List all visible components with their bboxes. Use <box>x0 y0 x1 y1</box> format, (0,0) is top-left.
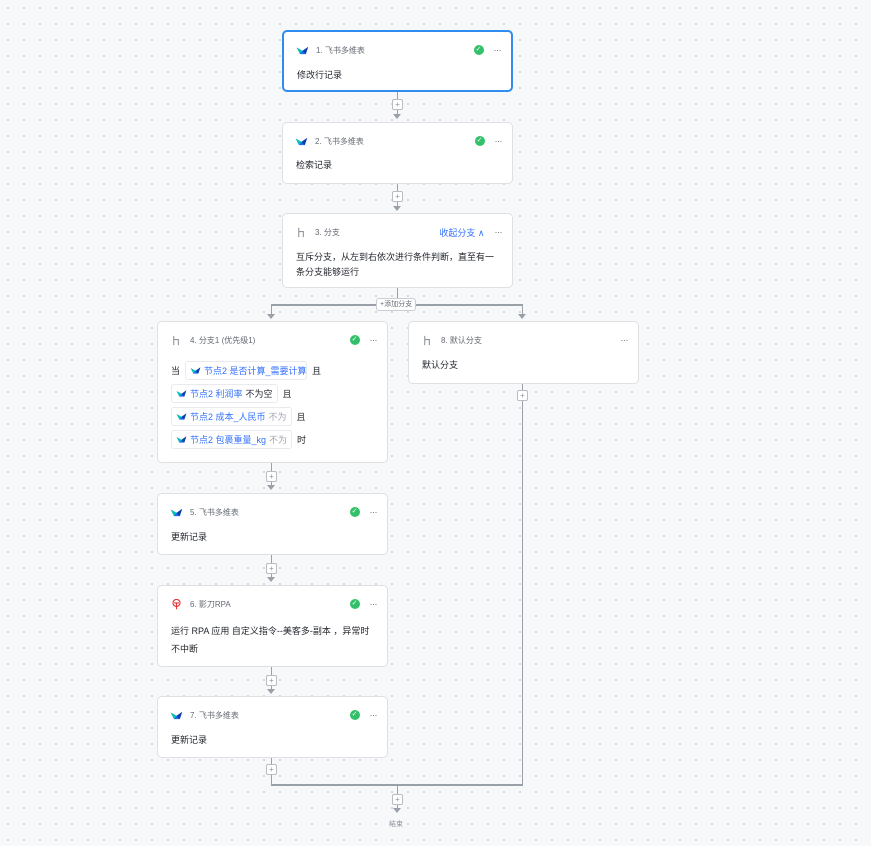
success-check-icon: ✓ <box>473 45 484 55</box>
condition-chip[interactable]: 节点2 包裹重量_kg 不为 <box>171 430 293 449</box>
more-options-icon[interactable]: ··· <box>494 136 503 146</box>
node-card-8[interactable]: 8. 默认分支 ··· 默认分支 <box>408 321 639 384</box>
node-title: 8. 默认分支 <box>441 335 482 345</box>
condition-operator: 不为 <box>268 412 287 422</box>
condition-chip[interactable]: 节点2 利润率 不为空 <box>171 384 278 403</box>
node-title: 3. 分支 <box>315 227 340 237</box>
node-description: 更新记录 <box>171 532 208 542</box>
node-card-7[interactable]: 7. 飞书多维表 ✓ ··· 更新记录 <box>157 696 388 758</box>
feishu-bitable-icon <box>295 136 308 147</box>
condition-row: 节点2 包裹重量_kg 不为 时 <box>171 430 306 449</box>
more-options-icon[interactable]: ··· <box>494 227 503 237</box>
more-options-icon[interactable]: ··· <box>369 710 378 720</box>
more-options-icon[interactable]: ··· <box>369 507 378 517</box>
condition-row: 节点2 成本_人民币 不为 且 <box>171 407 306 426</box>
node-title: 6. 影刀RPA <box>190 599 231 609</box>
add-step-button[interactable]: + <box>392 191 403 202</box>
condition-joiner: 且 <box>312 366 322 376</box>
success-check-icon: ✓ <box>349 710 360 720</box>
condition-joiner: 且 <box>282 389 292 399</box>
connector-arrow <box>393 114 401 119</box>
branch-icon <box>170 335 183 346</box>
condition-joiner: 且 <box>296 412 306 422</box>
success-check-icon: ✓ <box>349 599 360 609</box>
connector-arrow <box>267 314 275 319</box>
node-card-2[interactable]: 2. 飞书多维表 ✓ ··· 检索记录 <box>282 122 513 184</box>
add-step-button[interactable]: + <box>266 675 277 686</box>
more-options-icon[interactable]: ··· <box>493 45 502 55</box>
node-description: 检索记录 <box>296 160 333 170</box>
add-step-button[interactable]: + <box>266 764 277 775</box>
condition-row: 节点2 利润率 不为空 且 <box>171 384 292 403</box>
node-title: 5. 飞书多维表 <box>190 507 239 517</box>
node-title: 7. 飞书多维表 <box>190 710 239 720</box>
node-description: 修改行记录 <box>297 70 343 80</box>
end-label: 结束 <box>389 821 403 828</box>
node-description: 更新记录 <box>171 735 208 745</box>
condition-chip[interactable]: 节点2 是否计算_需要计算 <box>185 361 308 380</box>
connector-arrow <box>393 808 401 813</box>
connector-line <box>522 304 523 315</box>
success-check-icon: ✓ <box>474 136 485 146</box>
add-branch-button[interactable]: +添加分支 <box>376 298 417 311</box>
connector-line <box>522 384 523 785</box>
yingdao-rpa-icon <box>170 599 183 610</box>
node-card-1[interactable]: 1. 飞书多维表 ✓ ··· 修改行记录 <box>282 30 513 92</box>
connector-arrow <box>518 314 526 319</box>
more-options-icon[interactable]: ··· <box>369 335 378 345</box>
add-step-button[interactable]: + <box>392 794 403 805</box>
connector-arrow <box>267 485 275 490</box>
add-step-button[interactable]: + <box>517 390 528 401</box>
field-reference: 节点2 是否计算_需要计算 <box>204 366 307 376</box>
success-check-icon: ✓ <box>349 335 360 345</box>
connector-arrow <box>393 206 401 211</box>
condition-chip[interactable]: 节点2 成本_人民币 不为 <box>171 407 292 426</box>
node-title: 1. 飞书多维表 <box>316 45 365 55</box>
node-card-4[interactable]: 4. 分支1 (优先级1) ✓ ··· 当 节点2 是否计算_需要计算 且 节点… <box>157 321 388 463</box>
feishu-bitable-icon <box>170 507 183 518</box>
connector-arrow <box>267 577 275 582</box>
condition-row: 当 节点2 是否计算_需要计算 且 <box>171 361 321 380</box>
connector-line <box>271 304 272 315</box>
node-card-6[interactable]: 6. 影刀RPA ✓ ··· 运行 RPA 应用 自定义指令--美客多-副本 ，… <box>157 585 388 667</box>
node-description: 运行 RPA 应用 自定义指令--美客多-副本 ，异常时不中断 <box>171 626 370 654</box>
add-step-button[interactable]: + <box>392 99 403 110</box>
feishu-bitable-icon <box>190 366 201 375</box>
field-reference: 节点2 包裹重量_kg <box>190 435 267 445</box>
node-card-5[interactable]: 5. 飞书多维表 ✓ ··· 更新记录 <box>157 493 388 555</box>
feishu-bitable-icon <box>176 389 187 398</box>
node-title: 2. 飞书多维表 <box>315 136 364 146</box>
condition-operator: 不为空 <box>245 389 273 399</box>
connector-line <box>397 288 398 304</box>
condition-prefix: 当 <box>171 366 181 376</box>
branch-icon <box>421 335 434 346</box>
feishu-bitable-icon <box>176 412 187 421</box>
feishu-bitable-icon <box>170 710 183 721</box>
node-card-3[interactable]: 3. 分支 收起分支 ∧ ··· 互斥分支，从左到右依次进行条件判断，直至有一条… <box>282 213 513 288</box>
more-options-icon[interactable]: ··· <box>369 599 378 609</box>
collapse-branch-button[interactable]: 收起分支 ∧ <box>439 227 485 238</box>
feishu-bitable-icon <box>176 435 187 444</box>
feishu-bitable-icon <box>296 45 309 56</box>
condition-operator: 不为 <box>269 435 288 445</box>
node-description: 默认分支 <box>422 360 459 370</box>
add-step-button[interactable]: + <box>266 471 277 482</box>
field-reference: 节点2 利润率 <box>190 389 243 399</box>
connector-arrow <box>267 689 275 694</box>
node-title: 4. 分支1 (优先级1) <box>190 335 256 345</box>
field-reference: 节点2 成本_人民币 <box>190 412 266 422</box>
branch-icon <box>295 227 308 238</box>
condition-joiner: 时 <box>297 435 307 445</box>
more-options-icon[interactable]: ··· <box>620 335 629 345</box>
add-step-button[interactable]: + <box>266 563 277 574</box>
success-check-icon: ✓ <box>349 507 360 517</box>
node-description: 互斥分支，从左到右依次进行条件判断，直至有一条分支能够运行 <box>296 252 495 277</box>
